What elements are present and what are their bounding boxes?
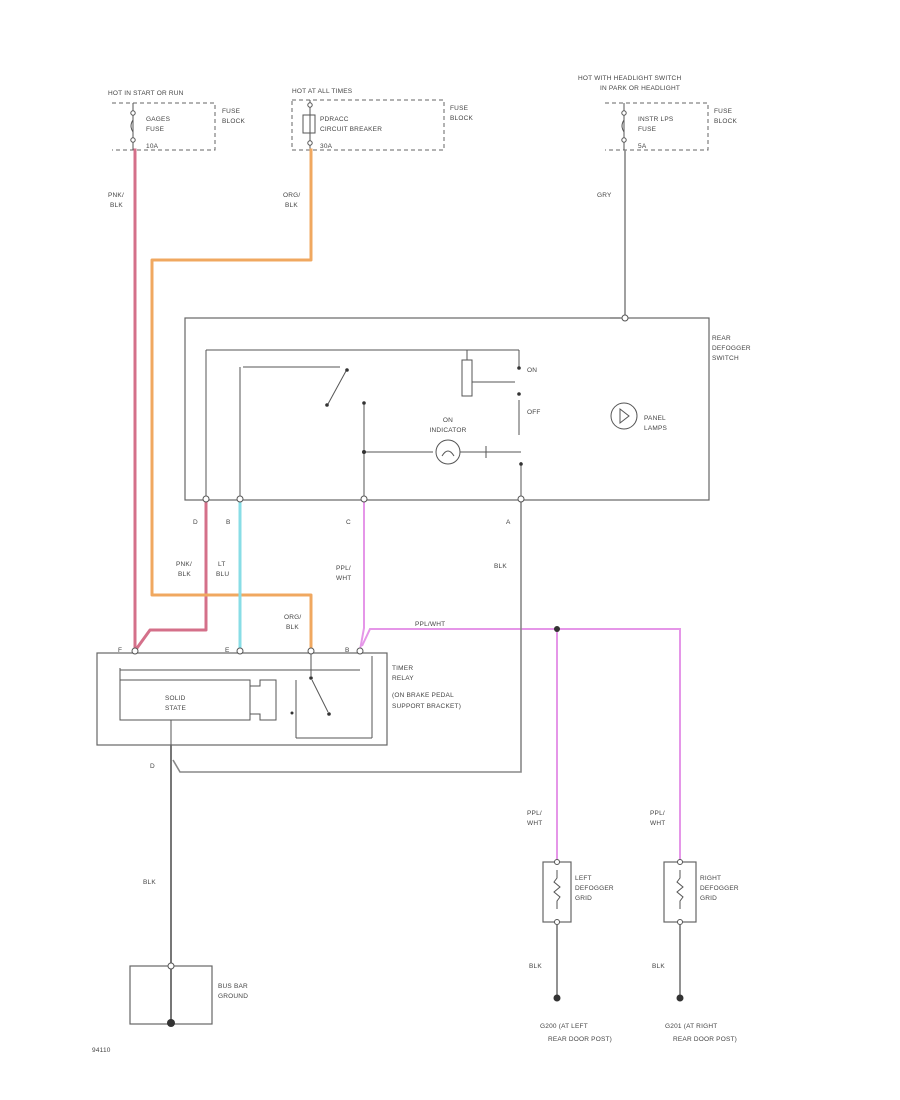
figure-code: 94110: [92, 1047, 111, 1054]
label-ora-blk-relay-1: ORG/: [284, 614, 301, 621]
label-blk-left-grid: BLK: [529, 963, 542, 970]
relay-pin-b: B: [345, 647, 350, 654]
fuse-block-left: HOT IN START OR RUN GAGES FUSE 10A FUSE …: [108, 90, 246, 151]
label-blk-ground: BLK: [143, 879, 156, 886]
switch-off-label: OFF: [527, 409, 541, 416]
fuse-right-header-2: IN PARK OR HEADLIGHT: [600, 85, 680, 92]
switch-pin-a: A: [506, 519, 511, 526]
wire-ora-blk: [150, 148, 313, 652]
wire-pnk-blk-switch: [134, 498, 208, 651]
label-ppl-wht-left-1: PPL/: [527, 810, 542, 817]
switch-title-2: DEFOGGER: [712, 345, 751, 352]
right-grid-3: GRID: [700, 895, 717, 902]
label-lt-blu-1: LT: [218, 561, 226, 568]
label-pnk-blk-mid-2: BLK: [178, 571, 191, 578]
fuse-mid-block-1: FUSE: [450, 105, 469, 112]
fuse-right-rating: 5A: [638, 143, 647, 150]
fuse-left-name: GAGES: [146, 116, 171, 123]
right-defogger-grid: RIGHT DEFOGGER GRID G201 (AT RIGHT REAR …: [663, 859, 739, 1043]
label-ppl-wht-bus: PPL/WHT: [415, 621, 445, 628]
fuse-right-name: INSTR LPS: [638, 116, 674, 123]
label-ppl-wht-right-2: WHT: [650, 820, 665, 827]
bus-bar-ground: BUS BAR GROUND: [129, 962, 248, 1027]
panel-lamp-icon: [610, 402, 638, 430]
left-grid-2: DEFOGGER: [575, 885, 614, 892]
fuse-right-header-1: HOT WITH HEADLIGHT SWITCH: [578, 75, 681, 82]
switch-pin-c: C: [346, 519, 351, 526]
switch-pin-b: B: [226, 519, 231, 526]
relay-pin-f: F: [118, 647, 122, 654]
right-grid-2: DEFOGGER: [700, 885, 739, 892]
fuse-right-block-1: FUSE: [714, 108, 733, 115]
label-lt-blu-2: BLU: [216, 571, 229, 578]
relay-title-2: RELAY: [392, 675, 414, 682]
relay-title-1: TIMER: [392, 665, 413, 672]
fuse-mid-word: CIRCUIT BREAKER: [320, 126, 382, 133]
solid-state-1: SOLID: [165, 695, 186, 702]
ground-box-1: BUS BAR: [218, 983, 248, 990]
right-ground-2: REAR DOOR POST): [673, 1036, 737, 1043]
fuse-right-word: FUSE: [638, 126, 657, 133]
label-ora-blk-top-1: ORG/: [283, 192, 300, 199]
switch-on-label: ON: [527, 367, 537, 374]
label-ppl-wht-right-1: PPL/: [650, 810, 665, 817]
fuse-right-block-2: BLOCK: [714, 118, 738, 125]
label-blk-right: BLK: [494, 563, 507, 570]
fuse-left-rating: 10A: [146, 143, 159, 150]
relay-title-4: SUPPORT BRACKET): [392, 703, 461, 710]
indicator-label-1: ON: [443, 417, 453, 424]
label-pnk-blk-top-1: PNK/: [108, 192, 124, 199]
left-ground-2: REAR DOOR POST): [548, 1036, 612, 1043]
fuse-left-block-2: BLOCK: [222, 118, 246, 125]
relay-ground-pin: D: [150, 763, 155, 770]
label-ora-blk-relay-2: BLK: [286, 624, 299, 631]
fuse-mid-header: HOT AT ALL TIMES: [292, 88, 353, 95]
label-ppl-wht-left-2: WHT: [527, 820, 542, 827]
solid-state-module: [119, 679, 251, 721]
fuse-mid-rating: 30A: [320, 143, 333, 150]
label-ppl-wht-mid-1: PPL/: [336, 565, 351, 572]
label-pnk-blk-top-2: BLK: [110, 202, 123, 209]
right-grid-1: RIGHT: [700, 875, 721, 882]
left-defogger-grid: LEFT DEFOGGER GRID G200 (AT LEFT REAR DO…: [540, 859, 614, 1043]
rear-defogger-switch: REAR DEFOGGER SWITCH ON OFF ON INDICATOR: [184, 314, 751, 526]
fuse-left-word: FUSE: [146, 126, 165, 133]
panel-lamps-2: LAMPS: [644, 425, 668, 432]
timer-relay: F E B SOLID STATE TIMER RELAY (ON BRAKE …: [96, 647, 461, 770]
fuse-mid-name: PDRACC: [320, 116, 349, 123]
switch-title-3: SWITCH: [712, 355, 739, 362]
fuse-mid-block-2: BLOCK: [450, 115, 474, 122]
relay-pin-e: E: [225, 647, 230, 654]
wire-ppl-wht-bus: [361, 628, 681, 860]
switch-pin-d: D: [193, 519, 198, 526]
switch-title-1: REAR: [712, 335, 731, 342]
fuse-left-block-1: FUSE: [222, 108, 241, 115]
fuse-block-right: HOT WITH HEADLIGHT SWITCH IN PARK OR HEA…: [578, 75, 738, 151]
wire-blk-switch: [172, 500, 522, 773]
panel-lamps-1: PANEL: [644, 415, 666, 422]
right-ground-1: G201 (AT RIGHT: [665, 1023, 717, 1030]
wire-ppl-wht-switch: [359, 500, 365, 651]
solid-state-2: STATE: [165, 705, 186, 712]
left-grid-3: GRID: [575, 895, 592, 902]
left-grid-1: LEFT: [575, 875, 592, 882]
label-ora-blk-top-2: BLK: [285, 202, 298, 209]
ground-box-2: GROUND: [218, 993, 248, 1000]
label-blk-right-grid: BLK: [652, 963, 665, 970]
label-pnk-blk-mid-1: PNK/: [176, 561, 192, 568]
indicator-label-2: INDICATOR: [430, 427, 467, 434]
fuse-left-header: HOT IN START OR RUN: [108, 90, 184, 97]
fuse-block-mid: HOT AT ALL TIMES PDRACC CIRCUIT BREAKER …: [291, 88, 474, 151]
label-ppl-wht-mid-2: WHT: [336, 575, 351, 582]
left-ground-1: G200 (AT LEFT: [540, 1023, 588, 1030]
relay-title-3: (ON BRAKE PEDAL: [392, 692, 454, 699]
label-gry: GRY: [597, 192, 612, 199]
